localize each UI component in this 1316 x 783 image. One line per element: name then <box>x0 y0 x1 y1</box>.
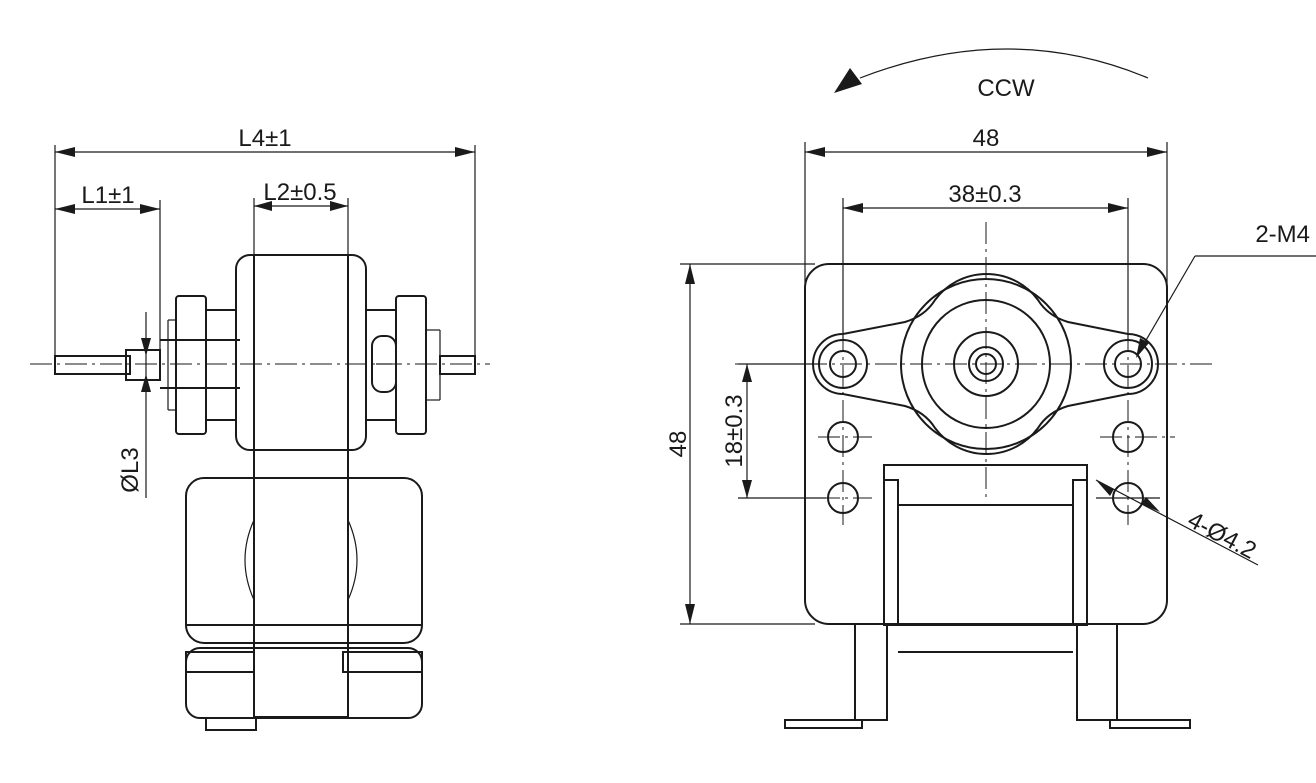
rear-bearing-hub <box>365 309 397 421</box>
dim-l2-label: L2±0.5 <box>263 179 336 206</box>
front-view: CCW <box>665 48 1316 729</box>
rotation-arrowhead <box>834 68 862 93</box>
m4-hole-left <box>829 350 857 378</box>
rotation-label: CCW <box>977 75 1035 102</box>
rear-bearing-flange <box>395 295 427 435</box>
terminal-left <box>784 719 863 729</box>
bearing-inner <box>953 331 1019 397</box>
side-view: L4±1 L1±1 L2±0.5 ØL3 <box>30 125 490 731</box>
dim-width-label: 48 <box>973 125 1000 152</box>
dim-vertical-spacing-label: 18±0.3 <box>721 394 748 467</box>
dim-l3-label: ØL3 <box>117 447 144 492</box>
foot-right <box>1076 623 1118 721</box>
terminal-tab <box>205 717 257 731</box>
dim-height-label: 48 <box>665 431 692 458</box>
bearing-ring <box>921 299 1051 429</box>
thread-callout: 2-M4 <box>1255 221 1310 248</box>
dim-l4-label: L4±1 <box>238 125 291 152</box>
rear-screw <box>371 335 397 393</box>
shaft-collar <box>125 349 161 381</box>
terminal-right <box>1109 719 1191 729</box>
rotation-arc <box>859 48 1149 79</box>
bearing-bracket <box>812 272 1159 456</box>
front-bearing-flange <box>175 295 207 435</box>
coil-base <box>185 647 423 719</box>
shaft-end <box>975 353 997 375</box>
bearing-housing <box>900 278 1072 450</box>
dim-hole-spacing-label: 38±0.3 <box>948 181 1021 208</box>
shaft-front <box>54 355 131 375</box>
foot-left <box>854 623 888 721</box>
dim-l1-label: L1±1 <box>81 182 134 209</box>
hole-callout: 4-Ø4.2 <box>1183 506 1260 564</box>
front-bearing-hub <box>205 309 237 421</box>
coil-bobbin <box>185 477 423 644</box>
stator-core <box>235 254 367 451</box>
shaft-rear <box>439 355 476 375</box>
m4-hole-right <box>1114 350 1142 378</box>
